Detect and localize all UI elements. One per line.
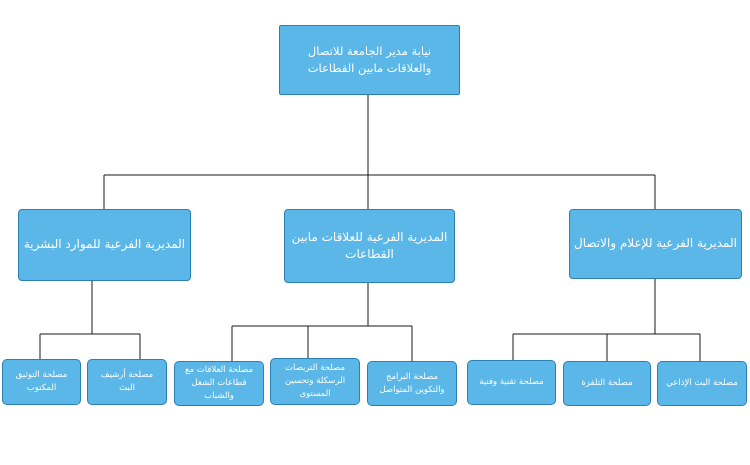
unit-node-right-2-label: مصلحة التلفزة	[581, 378, 633, 389]
unit-node-middle-2: مصلحة التربصات الرسكلة وتحسين المستوى	[270, 358, 360, 405]
root-node: نيابة مدير الجامعة للاتصال والعلاقات ماب…	[279, 25, 460, 95]
unit-node-left-1-label: مصلحة التوثيق المكتوب	[15, 370, 68, 393]
unit-node-middle-3-label: مصلحة البرامج والتكوين المتواصل	[379, 371, 445, 395]
branch-node-left-label: المديرية الفرعية للموارد البشرية	[23, 237, 186, 252]
unit-node-right-1-label: مصلحة تقنية وفنية	[479, 377, 544, 388]
unit-node-middle-1-label: مصلحة العلاقات مع قطاعات الشغل والشباب	[184, 365, 254, 401]
branch-node-right: المديرية الفرعية للإعلام والاتصال	[569, 209, 742, 279]
unit-node-left-1: مصلحة التوثيق المكتوب	[2, 359, 81, 405]
unit-node-right-2: مصلحة التلفزة	[563, 361, 651, 406]
unit-node-left-2: مصلحة أرشيف البث	[87, 359, 167, 405]
unit-node-right-3: مصلحة البث الإذاعي	[657, 361, 747, 406]
root-node-line: نيابة مدير الجامعة للاتصال والعلاقات ماب…	[307, 44, 432, 75]
unit-node-right-1: مصلحة تقنية وفنية	[467, 360, 556, 405]
branch-node-middle-label: المديرية الفرعية للعلاقات مابين القطاعات	[291, 229, 448, 261]
branch-node-middle: المديرية الفرعية للعلاقات مابين القطاعات	[284, 209, 455, 283]
unit-node-left-2-label: مصلحة أرشيف البث	[100, 370, 154, 393]
root-node-label: نيابة مدير الجامعة للاتصال والعلاقات ماب…	[308, 43, 432, 76]
branch-node-left: المديرية الفرعية للموارد البشرية	[18, 209, 191, 281]
branch-node-right-label: المديرية الفرعية للإعلام والاتصال	[574, 236, 737, 251]
unit-node-middle-2-label: مصلحة التربصات الرسكلة وتحسين المستوى	[284, 363, 346, 399]
unit-node-middle-1: مصلحة العلاقات مع قطاعات الشغل والشباب	[174, 361, 264, 406]
unit-node-middle-3: مصلحة البرامج والتكوين المتواصل	[367, 361, 457, 406]
unit-node-right-3-label: مصلحة البث الإذاعي	[666, 378, 738, 389]
